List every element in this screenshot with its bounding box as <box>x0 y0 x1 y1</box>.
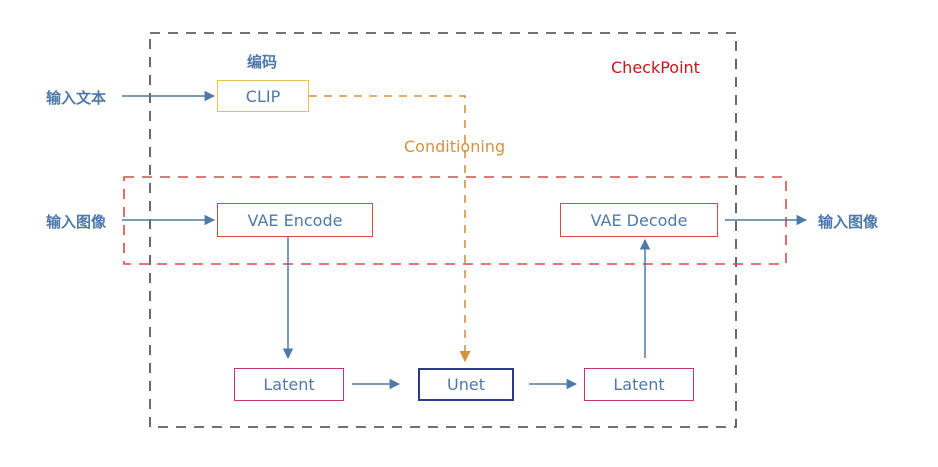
encode-label: 编码 <box>247 53 278 71</box>
checkpoint-label: CheckPoint <box>611 58 700 77</box>
checkpoint-boundary <box>149 32 737 428</box>
input-text-label: 输入文本 <box>46 89 107 107</box>
latent-left-node: Latent <box>234 368 344 401</box>
latent-right-node: Latent <box>584 368 694 401</box>
output-image-label: 输入图像 <box>818 213 879 231</box>
arrow-clip-to-unet-conditioning <box>309 95 471 363</box>
vae-encode-node: VAE Encode <box>217 203 373 237</box>
clip-node: CLIP <box>217 80 309 112</box>
input-image-label: 输入图像 <box>46 213 107 231</box>
conditioning-label: Conditioning <box>404 137 506 156</box>
vae-decode-node: VAE Decode <box>560 203 718 237</box>
unet-node: Unet <box>418 368 514 401</box>
